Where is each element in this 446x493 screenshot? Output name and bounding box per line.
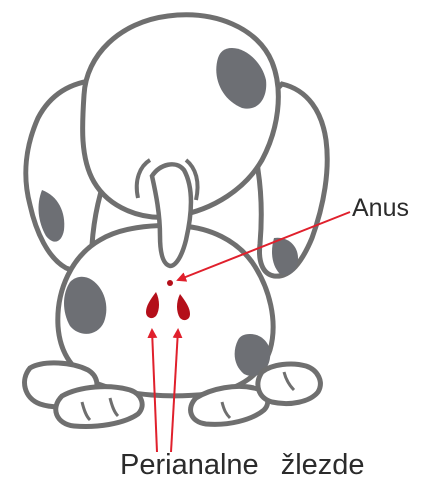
- left-front-paw: [56, 387, 142, 427]
- perianal-glands-label: Perianalne žlezde: [120, 451, 365, 480]
- anus-label: Anus: [352, 196, 409, 221]
- anus-marker: [167, 280, 173, 286]
